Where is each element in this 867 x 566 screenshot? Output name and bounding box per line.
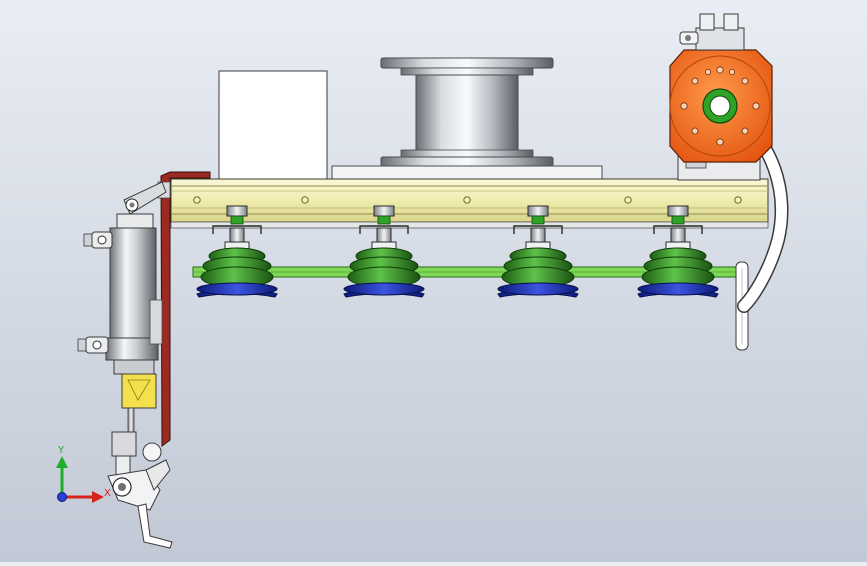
control-box[interactable]	[218, 70, 328, 180]
suction-cup-assembly[interactable]	[637, 205, 719, 298]
suction-cup-assembly[interactable]	[196, 205, 278, 298]
triad-x-label: X	[104, 488, 111, 499]
sensor-label	[121, 373, 157, 409]
triad-y-label: Y	[57, 445, 65, 456]
air-fitting-lower[interactable]	[77, 336, 109, 354]
clamp-linkage[interactable]	[107, 431, 173, 549]
suction-cup-assembly[interactable]	[497, 205, 579, 298]
air-fitting-upper[interactable]	[83, 231, 113, 249]
suction-cup-assembly[interactable]	[343, 205, 425, 298]
coordinate-triad-icon: Y X	[56, 445, 111, 503]
pneumatic-cylinder-icon[interactable]	[105, 181, 167, 435]
main-beam[interactable]	[170, 178, 769, 229]
servo-motor-icon[interactable]	[669, 49, 773, 181]
cable-spool-icon[interactable]	[331, 57, 603, 181]
motor-connectors[interactable]	[679, 13, 745, 51]
